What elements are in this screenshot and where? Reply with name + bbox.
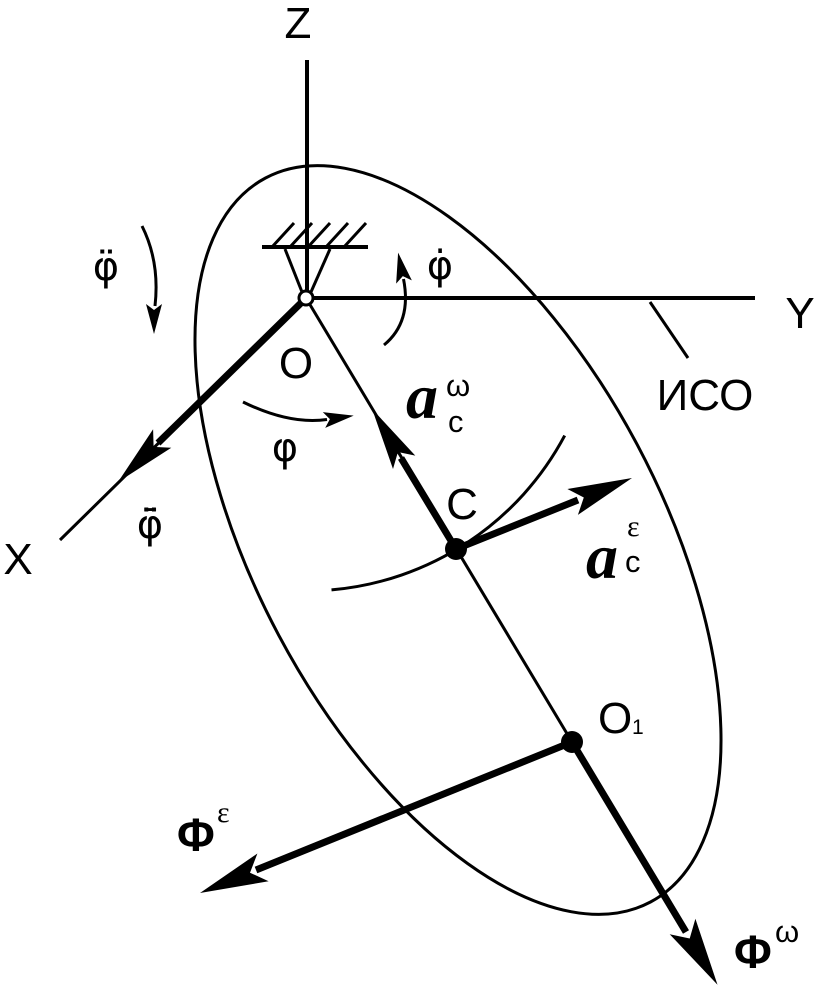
support-hatch [324, 221, 350, 249]
support-hatch [306, 221, 332, 249]
tangential-acceleration-shaft [454, 496, 580, 553]
normal-acceleration-label-base: a [406, 361, 438, 432]
normal-inertia-force-shaft [568, 740, 690, 934]
normal-acceleration-vector [372, 409, 459, 551]
support-hatch [288, 221, 314, 249]
tangential-inertia-force-shaft [254, 738, 574, 874]
tangential-acceleration-arrowhead [567, 478, 632, 515]
tangential-acceleration-label-base: a [586, 521, 618, 592]
normal-acceleration-arrowhead [372, 409, 416, 469]
tangential-inertia-force-label: Φ ε [177, 796, 230, 861]
angular-velocity-curved-arrow [383, 252, 412, 347]
point-c [445, 538, 467, 560]
point-o-hinge [297, 289, 315, 307]
normal-acceleration-shaft [398, 456, 459, 551]
point-c-label: C [446, 480, 478, 529]
rotation-angle-arc [242, 400, 328, 423]
support-hatch [270, 221, 296, 249]
x-axis-label: X [3, 535, 32, 584]
angular-velocity-arc [383, 278, 407, 347]
tangential-acceleration-label: a ε c [586, 510, 641, 592]
rotation-angle-label: φ [272, 425, 298, 471]
normal-acceleration-label-sub: c [448, 404, 464, 439]
y-axis-label: Y [785, 289, 814, 338]
angular-velocity-arc-arrowhead [396, 252, 412, 284]
rotation-angle-curved-arrow [242, 400, 354, 428]
tangential-acceleration-label-sub: c [625, 544, 641, 579]
tangential-acceleration-vector [454, 478, 632, 553]
angular-acceleration-label: φ̈ [93, 244, 119, 290]
angular-acceleration-arrowhead [118, 429, 172, 482]
normal-acceleration-label: a ω c [406, 361, 470, 439]
normal-acceleration-label-sup: ω [446, 368, 470, 403]
normal-inertia-force-arrowhead [669, 918, 718, 985]
tangential-inertia-force-label-sup: ε [217, 796, 230, 829]
tangential-inertia-force-arrowhead [200, 853, 269, 893]
angular-acceleration-arc [140, 225, 158, 307]
rotation-angle-arc-arrowhead [322, 412, 354, 428]
frame-leader-line [648, 301, 690, 359]
normal-inertia-force-label: Φ ω [734, 914, 799, 978]
normal-inertia-force-vector [568, 740, 718, 985]
angular-acceleration-vector [118, 299, 305, 482]
normal-inertia-force-label-sup: ω [775, 914, 799, 949]
tangential-acceleration-label-sup: ε [627, 510, 640, 543]
point-o1 [561, 731, 583, 753]
point-o-label: O [279, 339, 313, 388]
tangential-inertia-force-label-base: Φ [177, 809, 215, 861]
angular-acceleration-vector-label: φ̈̄ [137, 502, 163, 548]
angular-acceleration-shaft [155, 299, 305, 446]
angular-acceleration-arc-arrowhead [146, 304, 162, 334]
point-o1-label-base: O [598, 694, 632, 743]
disk-outline [193, 164, 723, 916]
frame-label: ИСО [657, 371, 754, 420]
support-strut-right [309, 248, 332, 293]
z-axis-label: Z [285, 0, 312, 48]
tangential-inertia-force-vector [200, 738, 574, 893]
normal-inertia-force-label-base: Φ [734, 926, 772, 978]
support-strut-left [283, 248, 304, 293]
support-hatch [342, 221, 368, 249]
angular-acceleration-curved-arrow [140, 225, 162, 334]
point-o1-label-sub: 1 [632, 716, 644, 739]
angular-velocity-label: φ̇ [427, 243, 453, 289]
point-o1-label: O 1 [598, 694, 644, 743]
fixed-support [262, 221, 368, 293]
